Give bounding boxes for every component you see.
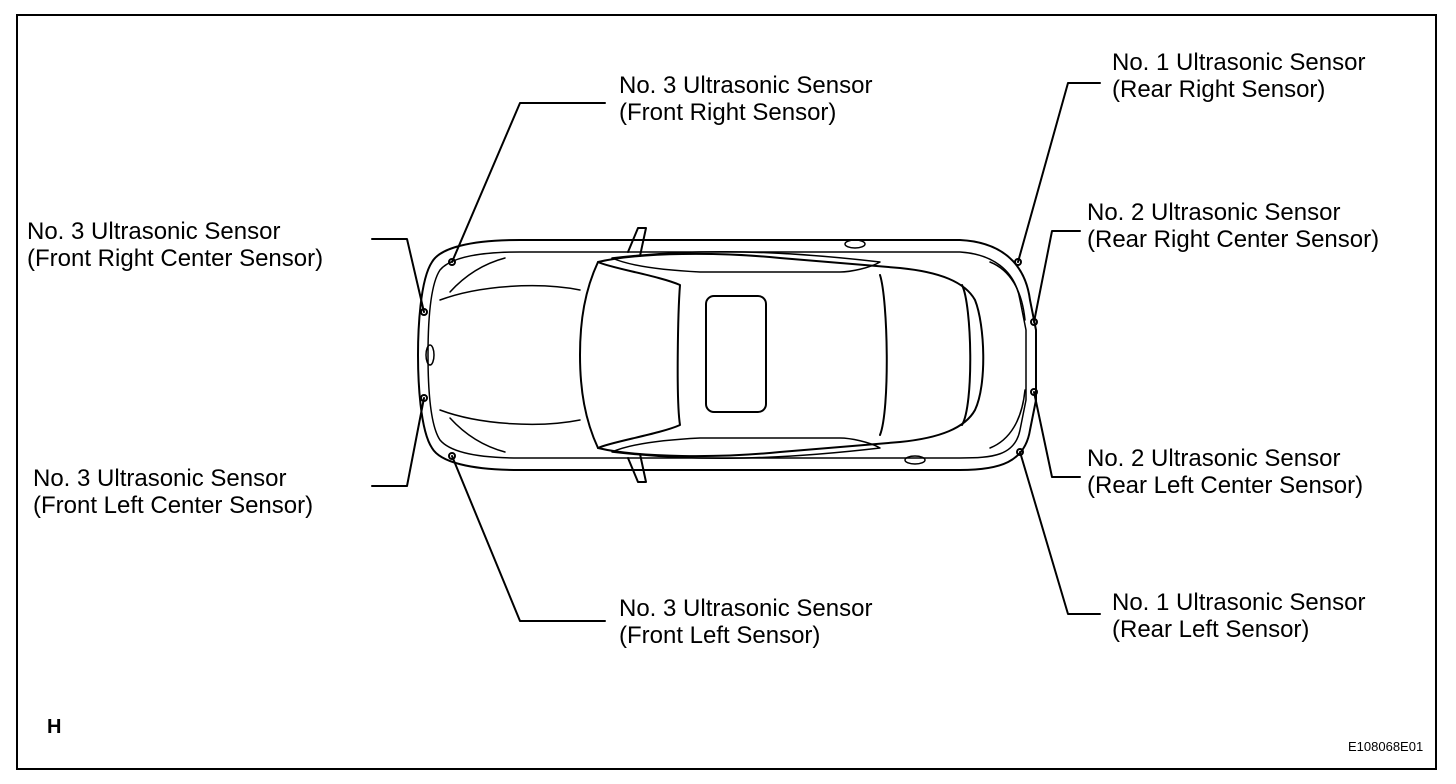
leader-rear-right <box>1017 82 1101 263</box>
cabin-outline <box>579 252 985 458</box>
left-mirror <box>627 453 647 483</box>
leader-lines <box>371 82 1101 622</box>
sunroof <box>705 295 767 413</box>
label-front-right: No. 3 Ultrasonic Sensor (Front Right Sen… <box>619 72 872 126</box>
label-rear-left-line2: (Rear Left Sensor) <box>1112 616 1310 643</box>
label-front-left-center: No. 3 Ultrasonic Sensor (Front Left Cent… <box>33 465 313 519</box>
label-front-left-center-line2: (Front Left Center Sensor) <box>33 492 314 519</box>
label-front-right-center-line1: No. 3 Ultrasonic Sensor <box>27 218 281 245</box>
label-rear-right-line1: No. 1 Ultrasonic Sensor <box>1112 49 1366 76</box>
label-front-right-line2: (Front Right Sensor) <box>619 99 837 126</box>
label-rear-right-center: No. 2 Ultrasonic Sensor (Rear Right Cent… <box>1087 199 1379 253</box>
leader-front-left-center <box>371 397 425 487</box>
car-body <box>417 227 1038 483</box>
label-front-left-line1: No. 3 Ultrasonic Sensor <box>619 595 873 622</box>
label-front-left-center-line1: No. 3 Ultrasonic Sensor <box>33 465 287 492</box>
leader-front-left <box>451 455 606 622</box>
label-rear-right-center-line2: (Rear Right Center Sensor) <box>1087 226 1380 253</box>
leader-rear-left <box>1019 451 1101 615</box>
leader-front-right-center <box>371 238 425 313</box>
leader-rear-right-center <box>1033 230 1081 323</box>
sensor-front-right <box>448 258 456 266</box>
label-front-right-center: No. 3 Ultrasonic Sensor (Front Right Cen… <box>27 218 323 272</box>
corner-letter: H <box>47 716 62 738</box>
label-rear-right-center-line1: No. 2 Ultrasonic Sensor <box>1087 199 1341 226</box>
label-rear-left: No. 1 Ultrasonic Sensor (Rear Left Senso… <box>1112 589 1365 643</box>
figure-code: E108068E01 <box>1348 739 1424 754</box>
label-rear-right-line2: (Rear Right Sensor) <box>1112 76 1326 103</box>
leader-front-right <box>451 102 606 263</box>
label-front-right-line1: No. 3 Ultrasonic Sensor <box>619 72 873 99</box>
label-rear-left-line1: No. 1 Ultrasonic Sensor <box>1112 589 1366 616</box>
sensor-front-left <box>448 452 456 460</box>
label-front-left-line2: (Front Left Sensor) <box>619 622 821 649</box>
label-rear-left-center-line1: No. 2 Ultrasonic Sensor <box>1087 445 1341 472</box>
label-rear-left-center: No. 2 Ultrasonic Sensor (Rear Left Cente… <box>1087 445 1363 499</box>
label-front-right-center-line2: (Front Right Center Sensor) <box>27 245 324 272</box>
right-mirror <box>627 227 647 257</box>
label-rear-right: No. 1 Ultrasonic Sensor (Rear Right Sens… <box>1112 49 1365 103</box>
leader-rear-left-center <box>1033 391 1081 478</box>
diagram-frame <box>16 14 1437 770</box>
label-front-left: No. 3 Ultrasonic Sensor (Front Left Sens… <box>619 595 872 649</box>
label-rear-left-center-line2: (Rear Left Center Sensor) <box>1087 472 1364 499</box>
